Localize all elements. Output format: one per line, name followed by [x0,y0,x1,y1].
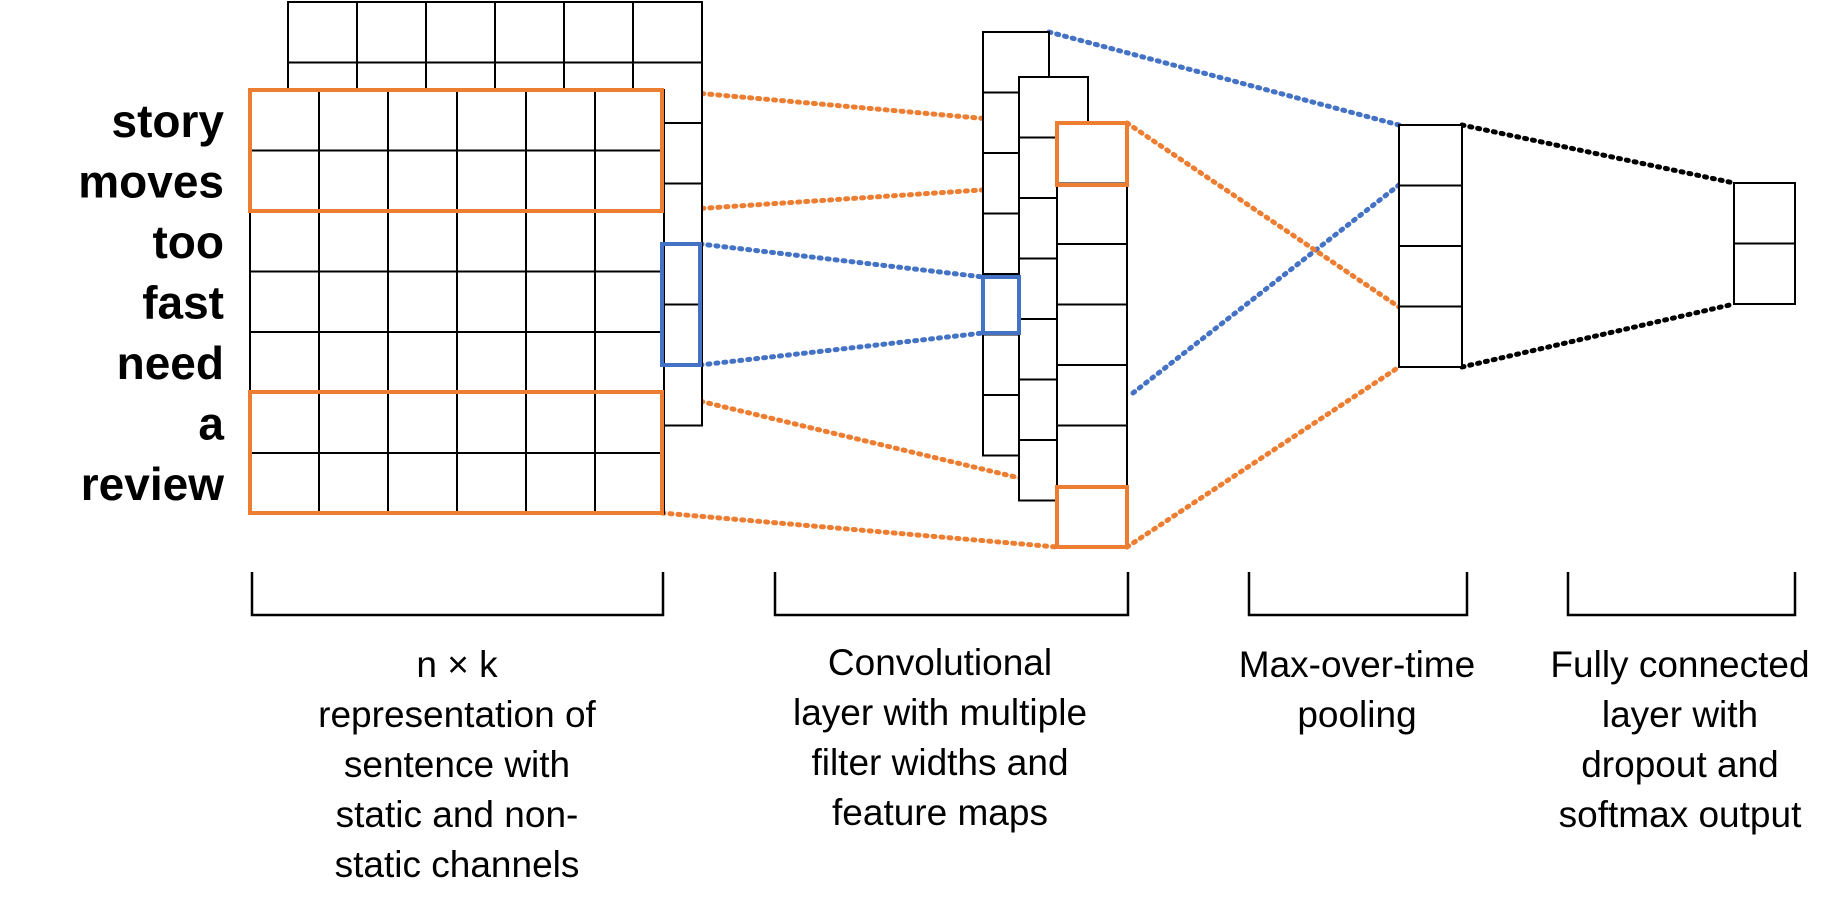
link-pool-to-output-top [1459,122,1737,186]
link-map3-to-pool-orange [1124,120,1402,310]
caption-conv-line: layer with multiple [793,692,1087,733]
link-channel-top-blue [697,241,986,280]
caption-pool-line: pooling [1297,694,1416,735]
caption-fc-line: Fully connected [1550,644,1809,685]
caption-fc-line: softmax output [1559,794,1802,835]
input-word: too [152,216,224,268]
caption-conv-line: Convolutional [828,642,1052,683]
caption-conv-line: filter widths and [811,742,1068,783]
bracket-conv [773,572,1130,617]
caption-input-line: static and non- [336,794,579,835]
input-word: review [81,458,224,510]
caption-input-line: n × k [416,644,498,685]
feature-cell-blue [981,275,1021,335]
feature-cell-orange-bottom [1055,485,1129,549]
captions: n × k representation of sentence with stati… [318,642,1809,885]
input-word: a [198,398,224,450]
highlight-boxes [248,88,1129,549]
input-word: story [112,95,225,147]
link-pool-to-output-bottom [1459,301,1737,370]
feature-cell-orange-top [1055,121,1129,187]
caption-fc-line: layer with [1602,694,1758,735]
bracket-fc [1566,572,1797,617]
caption-conv-line: feature maps [832,792,1048,833]
caption-input-line: sentence with [344,744,570,785]
bracket-pool [1247,572,1469,617]
caption-fc-line: dropout and [1581,744,1779,785]
pooled-vector [1398,124,1463,368]
connection-lines [659,29,1737,550]
link-map1-lower-to-pool-blue [1130,182,1402,396]
filter-window-channel [660,242,702,367]
section-brackets [250,572,1797,617]
bracket-input [250,572,665,617]
input-word: fast [142,277,224,329]
grids [249,1,1796,548]
filter-window-bottom [248,390,664,515]
caption-pool-line: Max-over-time [1239,644,1475,685]
link-channel-bottom-blue [697,330,986,368]
input-word: need [117,337,224,389]
input-words: story moves too fast need a review [78,95,224,510]
caption-input-line: representation of [318,694,596,735]
input-word: moves [78,156,224,208]
static-channel-grid [249,89,665,515]
link-map1-to-pool-blue [1046,29,1402,128]
caption-input-line: static channels [335,844,580,885]
output-layer [1733,182,1796,305]
filter-window-top [248,88,664,213]
link-map3-lower-to-pool-orange [1124,364,1402,550]
link-filter2-bottom-orange [659,510,1060,550]
link-filter2-top-orange [659,389,1060,490]
